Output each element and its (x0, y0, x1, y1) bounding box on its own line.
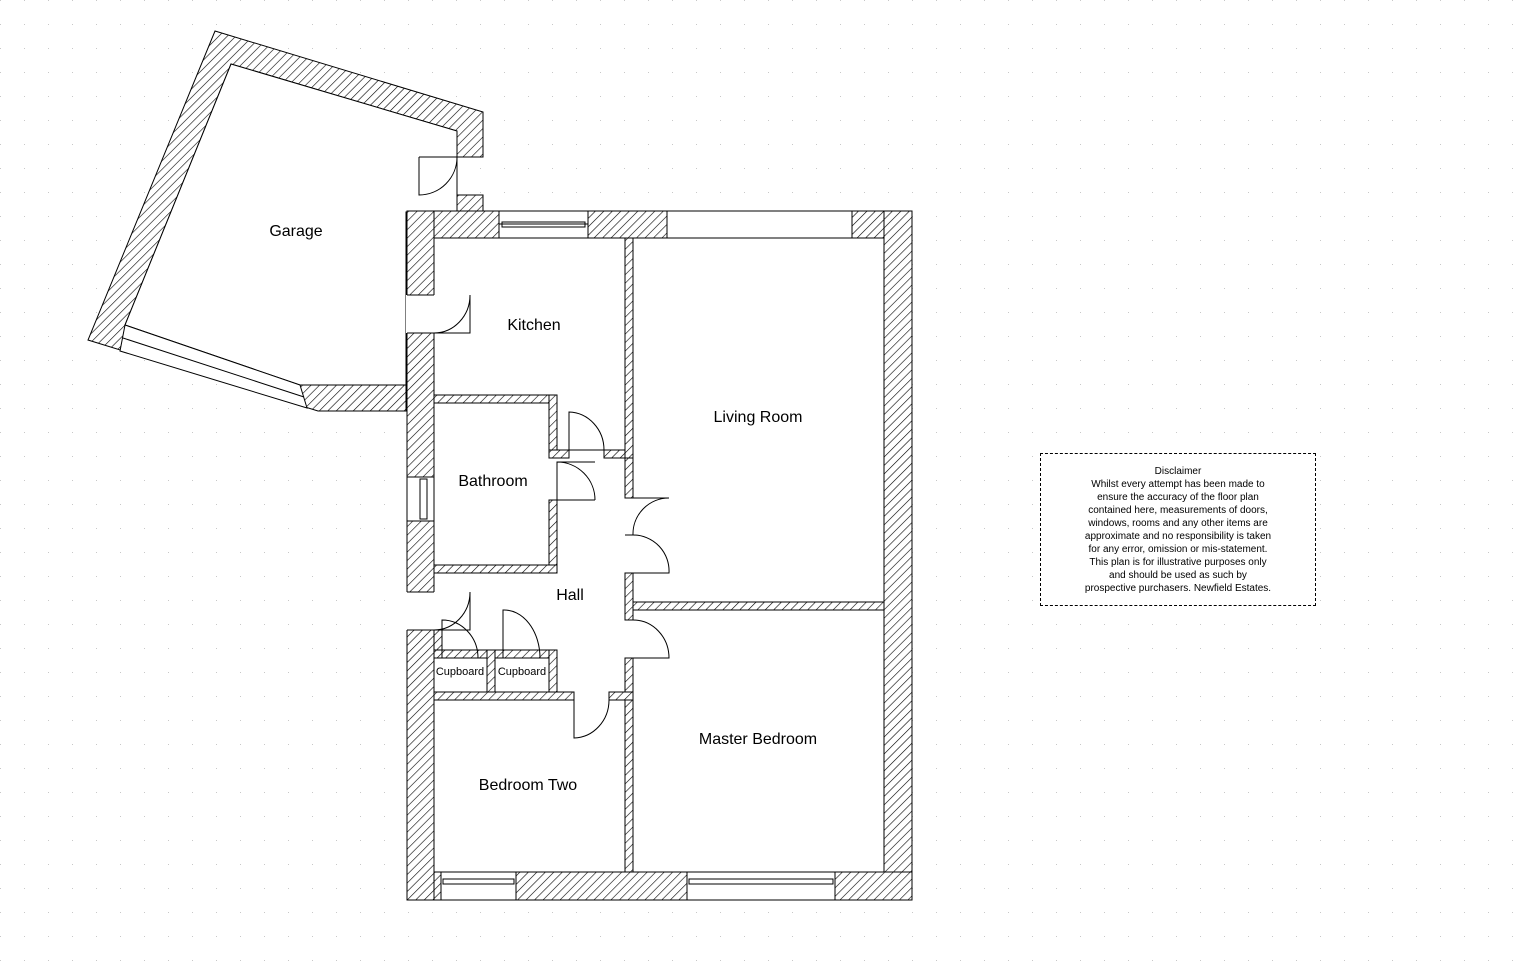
room-label-bathroom: Bathroom (458, 473, 527, 490)
house-walls (406, 210, 913, 901)
disclaimer-line: approximate and no responsibility is tak… (1084, 531, 1272, 542)
room-label-cupboard-2: Cupboard (498, 666, 546, 678)
room-label-master-bedroom: Master Bedroom (699, 731, 817, 748)
room-label-bedroom-two: Bedroom Two (479, 777, 578, 794)
garage-structure (87, 30, 484, 412)
disclaimer-line: contained here, measurements of doors, (1088, 505, 1268, 516)
room-label-hall: Hall (556, 587, 584, 604)
room-label-cupboard-1: Cupboard (436, 666, 484, 678)
disclaimer-line: ensure the accuracy of the floor plan (1097, 492, 1259, 503)
disclaimer-title: Disclaimer (1154, 466, 1202, 477)
disclaimer-line: prospective purchasers. Newfield Estates… (1084, 583, 1272, 594)
disclaimer-line: Whilst every attempt has been made to (1091, 479, 1265, 490)
disclaimer-line: for any error, omission or mis-statement… (1088, 544, 1268, 555)
disclaimer-box: Disclaimer Whilst every attempt has been… (1040, 453, 1316, 606)
room-label-garage: Garage (269, 223, 322, 240)
disclaimer-line: This plan is for illustrative purposes o… (1089, 557, 1267, 568)
disclaimer-line: windows, rooms and any other items are (1088, 518, 1268, 529)
disclaimer-line: and should be used as such by (1109, 570, 1247, 581)
room-label-kitchen: Kitchen (507, 317, 560, 334)
interior-walls (433, 237, 885, 873)
doors (418, 156, 670, 739)
room-label-living-room: Living Room (714, 409, 803, 426)
